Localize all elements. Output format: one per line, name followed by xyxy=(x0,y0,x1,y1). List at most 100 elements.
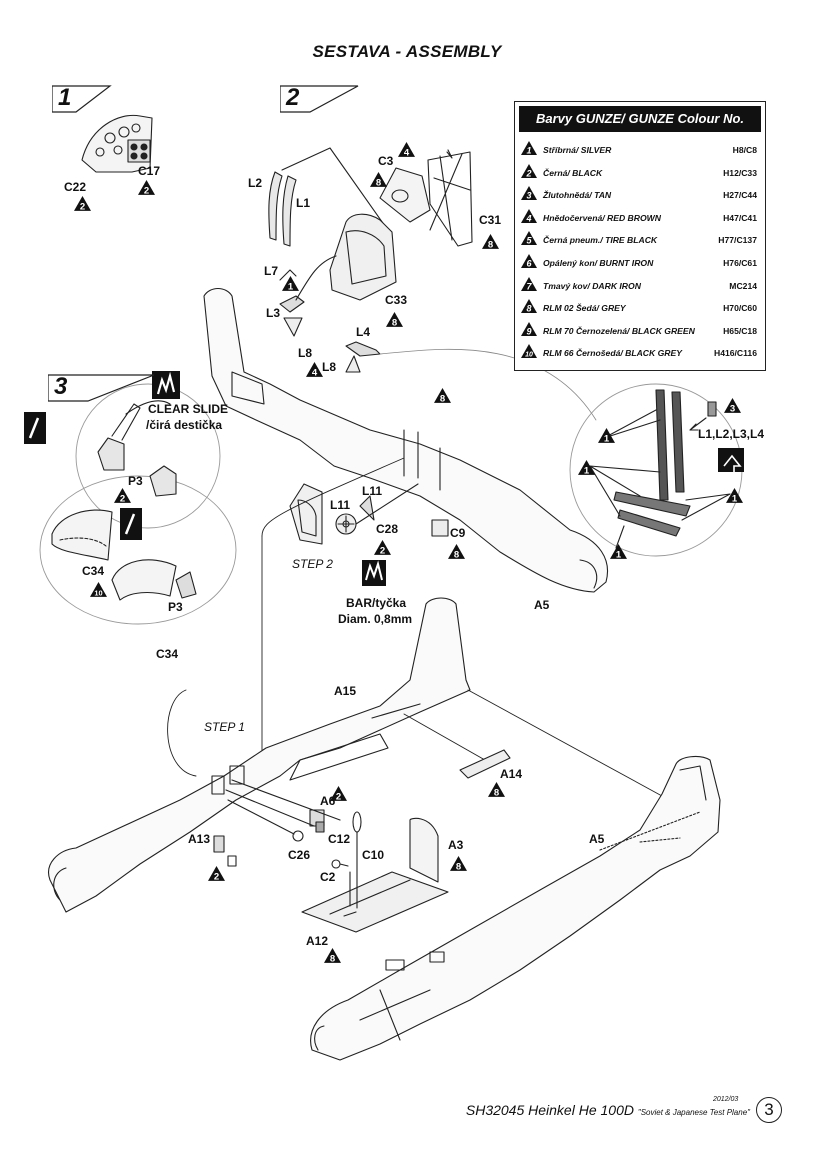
svg-text:8: 8 xyxy=(488,239,494,250)
colour-number-icon: 2 xyxy=(114,488,131,505)
fuselage-lower-a5 xyxy=(310,755,721,1061)
legend-colour-code: H27/C44 xyxy=(723,190,757,201)
legend-colour-code: H76/C61 xyxy=(723,258,757,268)
colour-number-icon: 10 xyxy=(521,344,537,359)
colour-number-icon: 2 xyxy=(374,540,391,557)
svg-text:8: 8 xyxy=(376,177,382,188)
frame-c31 xyxy=(427,151,473,247)
part-label-c34: C34 xyxy=(156,647,179,661)
legend-colour-name: RLM 02 Šedá/ GREY xyxy=(543,303,626,314)
colour-number-icon: 2 xyxy=(330,786,347,803)
part-label-a13: A13 xyxy=(188,832,211,846)
colour-number-icon: 2 xyxy=(521,163,537,178)
part-label-c2: C2 xyxy=(320,870,336,884)
part-label-c28: C28 xyxy=(376,522,399,536)
footer-subtitle: "Soviet & Japanese Test Plane" xyxy=(637,1108,750,1117)
part-label-c33: C33 xyxy=(385,293,408,307)
part-label-l1: L1 xyxy=(296,196,311,210)
lever-l4 xyxy=(345,341,381,357)
colour-number-icon: 5 xyxy=(521,231,537,246)
svg-text:1: 1 xyxy=(616,549,622,560)
part-label-l8-left: L8 xyxy=(298,346,313,360)
part-label-c9: C9 xyxy=(450,526,466,540)
note-bar: BAR/tyčka xyxy=(346,596,407,610)
seat-back-c3 xyxy=(379,167,431,223)
note-bar-diameter: Diam. 0,8mm xyxy=(338,612,413,626)
svg-text:3: 3 xyxy=(526,191,531,201)
colour-number-icon: 8 xyxy=(386,312,403,329)
part-label-a14: A14 xyxy=(500,767,523,781)
svg-text:1: 1 xyxy=(288,281,294,292)
canopy-c34-detail xyxy=(51,509,113,561)
canopy-parts-circle xyxy=(39,475,237,625)
legend-heading: Barvy GUNZE/ GUNZE Colour No. xyxy=(519,106,761,132)
step-1-box: 1 xyxy=(52,84,112,114)
svg-text:1: 1 xyxy=(732,493,738,504)
svg-text:8: 8 xyxy=(454,549,460,560)
legend-row: 7 Tmavý kov/ DARK IRON MC214 xyxy=(521,276,757,296)
part-label-a3: A3 xyxy=(448,838,464,852)
svg-text:1: 1 xyxy=(584,465,590,476)
colour-number-icon: 4 xyxy=(306,362,323,379)
glue-warning-icons xyxy=(24,371,744,586)
svg-text:8: 8 xyxy=(494,787,500,798)
footer-date: 2012/03 xyxy=(713,1096,739,1103)
svg-text:10: 10 xyxy=(525,352,533,359)
legend-colour-name: Stříbrná/ SILVER xyxy=(543,145,612,155)
colour-number-icon: 8 xyxy=(324,948,341,965)
svg-text:2: 2 xyxy=(336,791,341,802)
part-label-c17: C17 xyxy=(138,164,161,178)
svg-text:2: 2 xyxy=(120,493,125,504)
colour-number-icon: 8 xyxy=(488,782,505,799)
footer-product: SH32045 Heinkel He 100D "Soviet & Japane… xyxy=(466,1102,750,1118)
legend-colour-code: H12/C33 xyxy=(723,167,757,178)
belt-strap-2 xyxy=(671,391,685,493)
svg-text:2: 2 xyxy=(144,185,149,196)
step-1-number: 1 xyxy=(58,84,72,111)
pedal-l3 xyxy=(279,295,305,313)
note-clear-slide: CLEAR SLIDE xyxy=(148,402,229,416)
colour-number-icon: 8 xyxy=(482,234,499,251)
part-label-c22: C22 xyxy=(64,180,87,194)
legend-colour-code: H77/C137 xyxy=(718,235,757,246)
part-label-p3-top: P3 xyxy=(128,474,143,488)
colour-number-icon: 8 xyxy=(434,388,451,405)
colour-number-icon: 4 xyxy=(398,142,415,159)
colour-number-icon: 1 xyxy=(578,460,595,477)
colour-number-icon: 4 xyxy=(521,208,537,223)
colour-number-icon: 2 xyxy=(138,180,155,197)
legend-colour-name: Hnědočervená/ RED BROWN xyxy=(543,212,661,223)
fin-a3 xyxy=(409,817,439,883)
part-label-c31: C31 xyxy=(479,213,502,227)
svg-text:8: 8 xyxy=(456,861,462,872)
part-label-l2: L2 xyxy=(248,176,263,190)
footer-product-name: SH32045 Heinkel He 100D xyxy=(465,1102,634,1118)
svg-text:7: 7 xyxy=(526,281,532,291)
part-label-c10: C10 xyxy=(362,848,385,862)
svg-text:4: 4 xyxy=(312,367,318,378)
svg-text:2: 2 xyxy=(380,545,385,556)
step-2-box: 2 xyxy=(280,84,359,114)
colour-number-icon: 1 xyxy=(282,276,299,293)
part-label-l3: L3 xyxy=(266,306,281,320)
svg-text:8: 8 xyxy=(526,304,531,314)
svg-text:2: 2 xyxy=(214,871,219,882)
instrument-box-c17 xyxy=(127,139,151,163)
note-step-1: STEP 1 xyxy=(204,720,245,734)
page-title: SESTAVA - ASSEMBLY xyxy=(312,42,502,61)
legend-colour-name: Opálený kon/ BURNT IRON xyxy=(543,258,654,268)
legend-colour-code: MC214 xyxy=(729,280,757,291)
part-label-c26: C26 xyxy=(288,848,311,862)
colour-number-icon: 10 xyxy=(90,582,107,599)
belt-l1 xyxy=(282,175,297,247)
svg-text:6: 6 xyxy=(526,259,532,269)
fuselage-upper xyxy=(203,287,608,593)
step-3-box: 3 xyxy=(48,373,155,403)
legend-colour-name: Tmavý kov/ DARK IRON xyxy=(543,280,641,291)
